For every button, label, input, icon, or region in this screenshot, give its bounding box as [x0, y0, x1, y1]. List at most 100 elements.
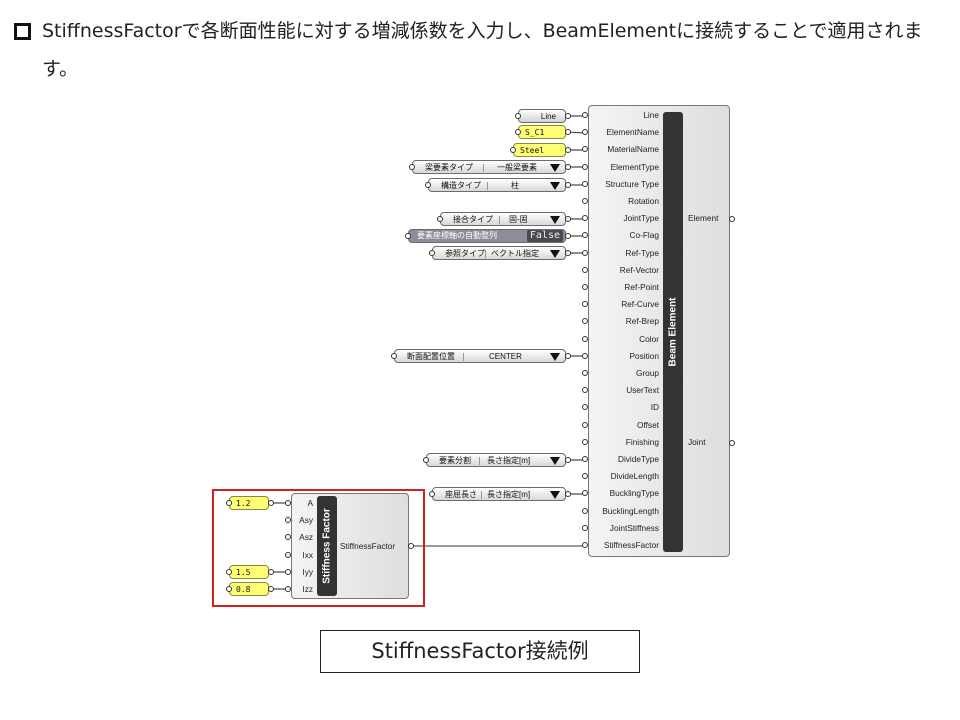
- beam-input-ref-point: Ref-Point: [624, 282, 659, 292]
- source-output-grip[interactable]: [565, 147, 571, 153]
- buckling-type-list[interactable]: 座屈長さ 長さ指定[m]: [432, 487, 566, 501]
- sf-input-ixx: Ixx: [302, 549, 313, 560]
- highlight-box: [212, 489, 425, 607]
- sf-input-grip[interactable]: [285, 568, 291, 575]
- source-input-grip[interactable]: [515, 113, 521, 119]
- beam-input-grip[interactable]: [582, 456, 588, 462]
- beam-input-grip[interactable]: [582, 524, 588, 531]
- beam-input-grip[interactable]: [582, 507, 588, 514]
- beam-input-grip[interactable]: [582, 490, 588, 497]
- source-input-grip[interactable]: [510, 147, 516, 153]
- source-output-grip[interactable]: [565, 129, 571, 135]
- output-joint-grip[interactable]: [729, 440, 735, 446]
- sf-input-izz: Izz: [302, 584, 313, 594]
- source-input-grip[interactable]: [405, 233, 411, 239]
- beam-input-grip[interactable]: [582, 284, 588, 290]
- stiffness-factor-output-grip[interactable]: [408, 543, 414, 549]
- output-element-grip[interactable]: [729, 216, 735, 222]
- beam-element-component[interactable]: Beam Element: [588, 105, 730, 557]
- source-input-grip[interactable]: [226, 500, 232, 506]
- dropdown-arrow-icon: [550, 353, 560, 361]
- output-joint-label: Joint: [688, 437, 706, 447]
- source-input-grip[interactable]: [226, 586, 232, 592]
- beam-input-grip[interactable]: [582, 112, 588, 118]
- beam-input-grip[interactable]: [582, 387, 588, 394]
- sf-input-grip[interactable]: [285, 517, 291, 524]
- beam-input-ref-brep: Ref-Brep: [625, 316, 659, 327]
- source-output-grip[interactable]: [268, 569, 274, 575]
- source-output-grip[interactable]: [268, 500, 274, 506]
- source-input-grip[interactable]: [515, 129, 521, 135]
- square-bullet-icon: [14, 23, 31, 40]
- beam-input-grip[interactable]: [582, 438, 588, 445]
- beam-input-grip[interactable]: [582, 215, 588, 222]
- source-output-grip[interactable]: [565, 164, 571, 170]
- source-output-grip[interactable]: [565, 491, 571, 497]
- beam-input-ref-type: Ref-Type: [625, 247, 659, 258]
- beam-input-grip[interactable]: [582, 352, 588, 359]
- beam-input-grip[interactable]: [582, 421, 588, 428]
- co-flag-toggle[interactable]: 要素座標軸の自動整列 False: [408, 229, 566, 243]
- beam-input-grip[interactable]: [582, 249, 588, 256]
- structure-type-list[interactable]: 構造タイプ 柱: [428, 178, 566, 192]
- source-input-grip[interactable]: [425, 182, 431, 188]
- beam-input-grip[interactable]: [582, 473, 588, 480]
- beam-input-grip[interactable]: [582, 198, 588, 204]
- beam-input-ref-vector: Ref-Vector: [619, 264, 659, 275]
- source-input-grip[interactable]: [226, 569, 232, 575]
- source-output-grip[interactable]: [565, 233, 571, 239]
- stiffness-factor-component[interactable]: Stiffness Factor: [291, 493, 409, 599]
- beam-input-structure-type: Structure Type: [605, 178, 659, 189]
- source-input-grip[interactable]: [409, 164, 415, 170]
- beam-input-bucklingtype: BucklingType: [609, 488, 659, 499]
- dropdown-arrow-icon: [550, 457, 560, 465]
- element-name-panel[interactable]: S_C1: [518, 125, 566, 139]
- source-output-grip[interactable]: [565, 250, 571, 256]
- sf-input-grip[interactable]: [285, 534, 291, 541]
- dropdown-arrow-icon: [550, 164, 560, 172]
- joint-type-list[interactable]: 接合タイプ 固-固: [440, 212, 566, 226]
- beam-input-materialname: MaterialName: [607, 144, 659, 155]
- beam-input-grip[interactable]: [582, 232, 588, 239]
- sf-input-iyy: Iyy: [302, 566, 313, 577]
- beam-input-elementname: ElementName: [606, 127, 659, 138]
- source-output-grip[interactable]: [268, 586, 274, 592]
- dropdown-arrow-icon: [550, 182, 560, 190]
- source-input-grip[interactable]: [429, 250, 435, 256]
- beam-input-grip[interactable]: [582, 318, 588, 325]
- beam-input-grip[interactable]: [582, 404, 588, 411]
- beam-input-grip[interactable]: [582, 542, 588, 548]
- sf-input-a: A: [307, 498, 313, 508]
- beam-input-grip[interactable]: [582, 266, 588, 273]
- source-output-grip[interactable]: [565, 216, 571, 222]
- source-output-grip[interactable]: [565, 353, 571, 359]
- heading-text: StiffnessFactorで各断面性能に対する増減係数を入力し、BeamEl…: [42, 20, 923, 80]
- beam-input-jointtype: JointType: [623, 213, 659, 224]
- beam-input-grip[interactable]: [582, 146, 588, 153]
- beam-input-grip[interactable]: [582, 335, 588, 342]
- beam-input-grip[interactable]: [582, 180, 588, 187]
- beam-element-core: Beam Element: [663, 112, 683, 552]
- stiffness-factor-core: Stiffness Factor: [317, 496, 337, 596]
- sf-input-grip[interactable]: [285, 500, 291, 506]
- source-input-grip[interactable]: [423, 457, 429, 463]
- material-name-panel[interactable]: Steel: [513, 143, 566, 157]
- source-input-grip[interactable]: [391, 353, 397, 359]
- source-output-grip[interactable]: [565, 182, 571, 188]
- ref-type-list[interactable]: 参照タイプ ベクトル指定: [432, 246, 566, 260]
- position-list[interactable]: 断面配置位置 CENTER: [394, 349, 566, 363]
- beam-input-grip[interactable]: [582, 129, 588, 136]
- source-input-grip[interactable]: [437, 216, 443, 222]
- source-output-grip[interactable]: [565, 457, 571, 463]
- beam-input-line: Line: [643, 110, 659, 120]
- beam-input-grip[interactable]: [582, 163, 588, 170]
- divide-type-list[interactable]: 要素分割 長さ指定[m]: [426, 453, 566, 467]
- line-param[interactable]: Line: [518, 109, 566, 123]
- beam-input-grip[interactable]: [582, 301, 588, 308]
- source-output-grip[interactable]: [565, 113, 571, 119]
- sf-input-grip[interactable]: [285, 586, 291, 592]
- element-type-list[interactable]: 梁要素タイプ 一般梁要素: [412, 160, 566, 174]
- source-input-grip[interactable]: [429, 491, 435, 497]
- sf-input-grip[interactable]: [285, 551, 291, 558]
- beam-input-grip[interactable]: [582, 370, 588, 376]
